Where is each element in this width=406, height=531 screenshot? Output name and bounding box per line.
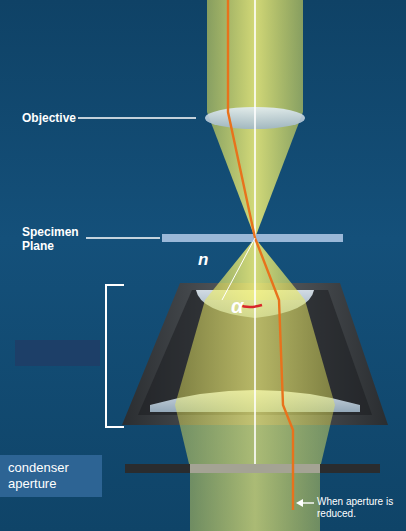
- box-text: condenser aperture: [8, 460, 94, 492]
- angle-edge: [222, 238, 255, 300]
- aperture-opening: [190, 464, 320, 473]
- specimen-slide: [162, 234, 343, 242]
- dark-band: [15, 340, 100, 366]
- leader-line: [78, 117, 196, 119]
- angle-symbol: α: [231, 295, 249, 318]
- aperture-diaphragm: [125, 464, 380, 473]
- part-label: Specimen Plane: [22, 225, 86, 253]
- note-label: When aperture is reduced.: [317, 496, 403, 520]
- pointer-arrow: [302, 502, 314, 503]
- part-label: Objective: [22, 111, 82, 125]
- beam: [190, 468, 320, 531]
- refractive-index-symbol: n: [198, 250, 214, 270]
- leader-line: [86, 237, 160, 239]
- arrow-head: [296, 499, 303, 507]
- callout-box: condenser aperture: [0, 455, 102, 497]
- marginal-ray: [228, 0, 293, 510]
- condenser-bracket: [106, 285, 124, 427]
